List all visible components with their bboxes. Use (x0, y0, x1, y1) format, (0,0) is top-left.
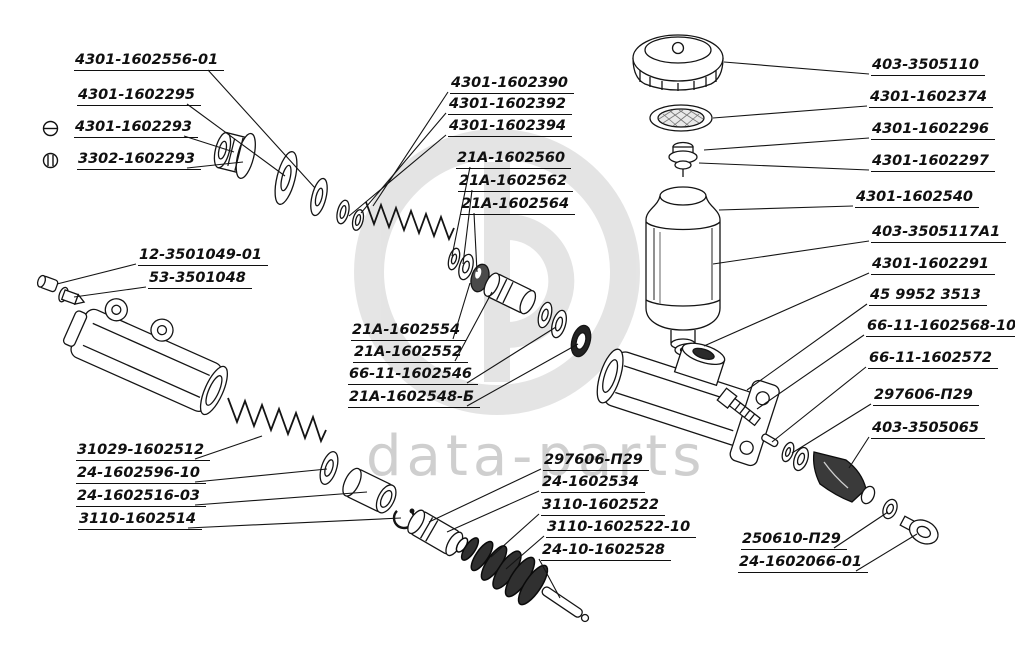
part-number-label: 4301-1602296 (871, 121, 995, 140)
washer-small-2 (792, 446, 810, 472)
part-number-label: 3302-1602293 (77, 151, 201, 170)
part-number-label: 4301-1602390 (450, 75, 574, 94)
part-number-label: 4301-1602394 (448, 118, 572, 137)
mounting-bolt (716, 387, 762, 427)
part-number-label: 21А-1602562 (458, 173, 574, 192)
part-number-label: 4301-1602297 (871, 153, 995, 172)
part-number-label: 45 9952 3513 (869, 287, 987, 306)
part-number-label: 4301-1602540 (855, 189, 979, 208)
variant-b-icon (42, 152, 59, 169)
valve-seat (458, 253, 474, 281)
spring-upper (365, 201, 455, 242)
part-number-label: 31029-1602512 (76, 442, 211, 461)
ring-small-1 (336, 199, 350, 225)
part-number-label: 403-3505065 (871, 420, 985, 439)
part-number-label: 24-1602516-03 (76, 488, 207, 507)
washer-piston-1 (537, 301, 553, 329)
washer-small-1 (781, 441, 795, 463)
inlet-valve (668, 141, 698, 177)
part-number-label: 24-1602534 (541, 474, 645, 493)
part-number-label: 66-11-1602546 (348, 366, 479, 385)
seal-ring (570, 324, 592, 358)
piston-upper (483, 272, 537, 315)
part-number-label: 66-11-1602572 (868, 350, 999, 369)
part-number-label: 12-3501049-01 (138, 247, 269, 266)
part-number-label: 21А-1602548-Б (348, 389, 481, 408)
piston-lower (407, 509, 464, 557)
part-number-label: 24-10-1602528 (541, 542, 672, 561)
rubber-boot (455, 537, 549, 606)
part-number-label: 403-3505110 (871, 57, 985, 76)
spring-lower (227, 397, 327, 444)
cup-sleeve (342, 467, 397, 514)
part-number-label: 24-1602066-01 (738, 554, 869, 573)
eye-end (899, 515, 939, 545)
part-number-label: 3110-1602522 (541, 497, 665, 516)
reservoir-body (645, 186, 721, 350)
variant-a-icon (42, 120, 59, 137)
part-number-label: 250610-П29 (741, 531, 847, 550)
watermark-text: data-parts (366, 424, 707, 489)
part-number-label: 4301-1602374 (869, 89, 993, 108)
retaining-pin (761, 433, 779, 448)
watermark-emblem-icon (354, 129, 640, 415)
part-number-label: 403-3505117А1 (871, 224, 1007, 243)
slave-cylinder-body (62, 298, 228, 416)
part-number-label: 21А-1602554 (351, 322, 467, 341)
washer-end (882, 498, 898, 520)
flange-nut (213, 131, 256, 179)
bleeder-valve (58, 286, 86, 305)
filter-mesh (649, 104, 713, 132)
push-rod-tip (580, 613, 590, 623)
part-number-label: 4301-1602392 (448, 96, 572, 115)
part-number-label: 4301-1602291 (871, 256, 995, 275)
part-number-label: 297606-П29 (543, 452, 649, 471)
part-number-label: 21А-1602552 (353, 344, 469, 363)
push-rod (541, 586, 583, 618)
part-number-label: 4301-1602556-01 (74, 52, 225, 71)
washer-lower (319, 451, 339, 485)
ring-small-2 (351, 209, 365, 231)
washer-piston-2 (551, 309, 567, 339)
part-number-label: 66-11-1602568-10 (866, 318, 1015, 337)
part-number-label: 53-3501048 (148, 270, 252, 289)
washer-spring-seat (447, 247, 461, 271)
part-number-label: 21А-1602564 (460, 196, 576, 215)
part-number-label: 4301-1602293 (74, 119, 198, 138)
part-number-label: 4301-1602295 (77, 87, 201, 106)
boot-fitting (812, 451, 876, 505)
part-number-label: 21А-1602560 (456, 150, 572, 169)
bleeder-cap (36, 274, 59, 293)
reservoir-cap (632, 34, 724, 91)
part-number-label: 297606-П29 (873, 387, 979, 406)
part-number-label: 3110-1602522-10 (546, 519, 697, 538)
leader-lines (56, 61, 918, 599)
part-number-label: 24-1602596-10 (76, 465, 207, 484)
part-number-label: 3110-1602514 (78, 511, 202, 530)
washer-large (274, 151, 298, 205)
